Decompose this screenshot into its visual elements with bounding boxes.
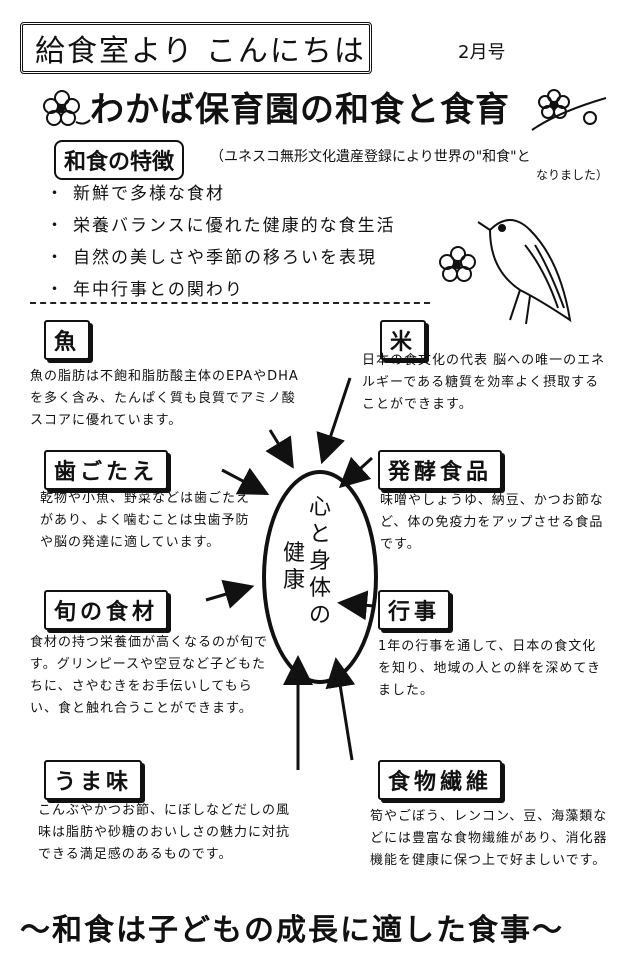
plum-flower-icon xyxy=(43,90,91,126)
season-text: 食材の持つ栄養価が高くなるのが旬です。グリンピースや空豆など子どもたちに、さやむ… xyxy=(30,635,269,716)
ferment-heading: 発酵食品 xyxy=(378,450,503,490)
plum-branch-icon xyxy=(531,89,607,131)
arrow-from-fish xyxy=(265,429,294,469)
footer-slogan: 〜和食は子どもの成長に適した食事〜 xyxy=(20,913,564,948)
arrow-from-chew xyxy=(221,467,270,496)
arrow-from-season xyxy=(205,579,255,609)
chew-text: 乾物や小魚、野菜などは歯ごたえがあり、よく噛むことは虫歯予防や脳の発達に適してい… xyxy=(40,491,251,550)
events-heading: 行事 xyxy=(378,590,451,630)
season-heading: 旬の食材 xyxy=(44,590,169,630)
issue-label: 2月号 xyxy=(458,42,506,63)
bird-illustration xyxy=(439,219,572,325)
center-oval xyxy=(262,470,378,684)
main-title: わかば保育園の和食と食育 xyxy=(90,90,510,130)
rice-text: 日本の食文化の代表 脳への唯一のエネルギーである糖質を効率よく摂取することができ… xyxy=(362,353,606,412)
list-item: 栄養バランスに優れた健康的な食生活 xyxy=(46,210,476,242)
arrow-from-events xyxy=(337,590,375,621)
center-text-line1: 心と身体の xyxy=(308,495,331,628)
list-item: 自然の美しさや季節の移ろいを表現 xyxy=(46,242,476,274)
chew-heading: 歯ごたえ xyxy=(44,450,169,490)
section-divider xyxy=(30,302,430,304)
fish-heading: 魚 xyxy=(44,320,91,360)
umami-text: こんぶやかつお節、にぼしなどだしの風味は脂肪や砂糖のおいしさの魅力に対抗できる満… xyxy=(38,803,291,862)
events-text: 1年の行事を通して、日本の食文化を知り、地域の人との絆を深めてきました。 xyxy=(378,639,601,698)
rice-heading: 米 xyxy=(380,320,427,360)
fiber-text: 筍やごぼう、レンコン、豆、海藻類などには豊富な食物繊維があり、消化器機能を健康に… xyxy=(370,809,608,868)
fiber-heading: 食物繊維 xyxy=(378,760,503,800)
features-note-end: なりました） xyxy=(536,168,609,182)
arrow-from-fiber xyxy=(325,657,356,761)
features-list: 新鮮で多様な食材 栄養バランスに優れた健康的な食生活 自然の美しさや季節の移ろい… xyxy=(46,178,476,306)
fish-text: 魚の脂肪は不飽和脂肪酸主体のEPAやDHAを多く含み、たんぱく質も良質でアミノ酸… xyxy=(30,369,299,428)
header-title-box: 給食室より こんにちは xyxy=(20,22,372,74)
ferment-text: 味噌やしょうゆ、納豆、かつお節など、体の免疫力をアップさせる食品です。 xyxy=(380,493,604,552)
umami-heading: うま味 xyxy=(44,760,143,800)
arrow-from-rice xyxy=(316,377,352,465)
list-item: 年中行事との関わり xyxy=(46,274,476,306)
list-item: 新鮮で多様な食材 xyxy=(46,178,476,210)
arrow-from-ferment xyxy=(338,456,374,489)
center-text-line2: 健康 xyxy=(282,541,305,593)
features-note: （ユネスコ無形文化遺産登録により世界の"和食"と xyxy=(210,149,531,165)
header-title: 給食室より こんにちは xyxy=(35,34,366,69)
